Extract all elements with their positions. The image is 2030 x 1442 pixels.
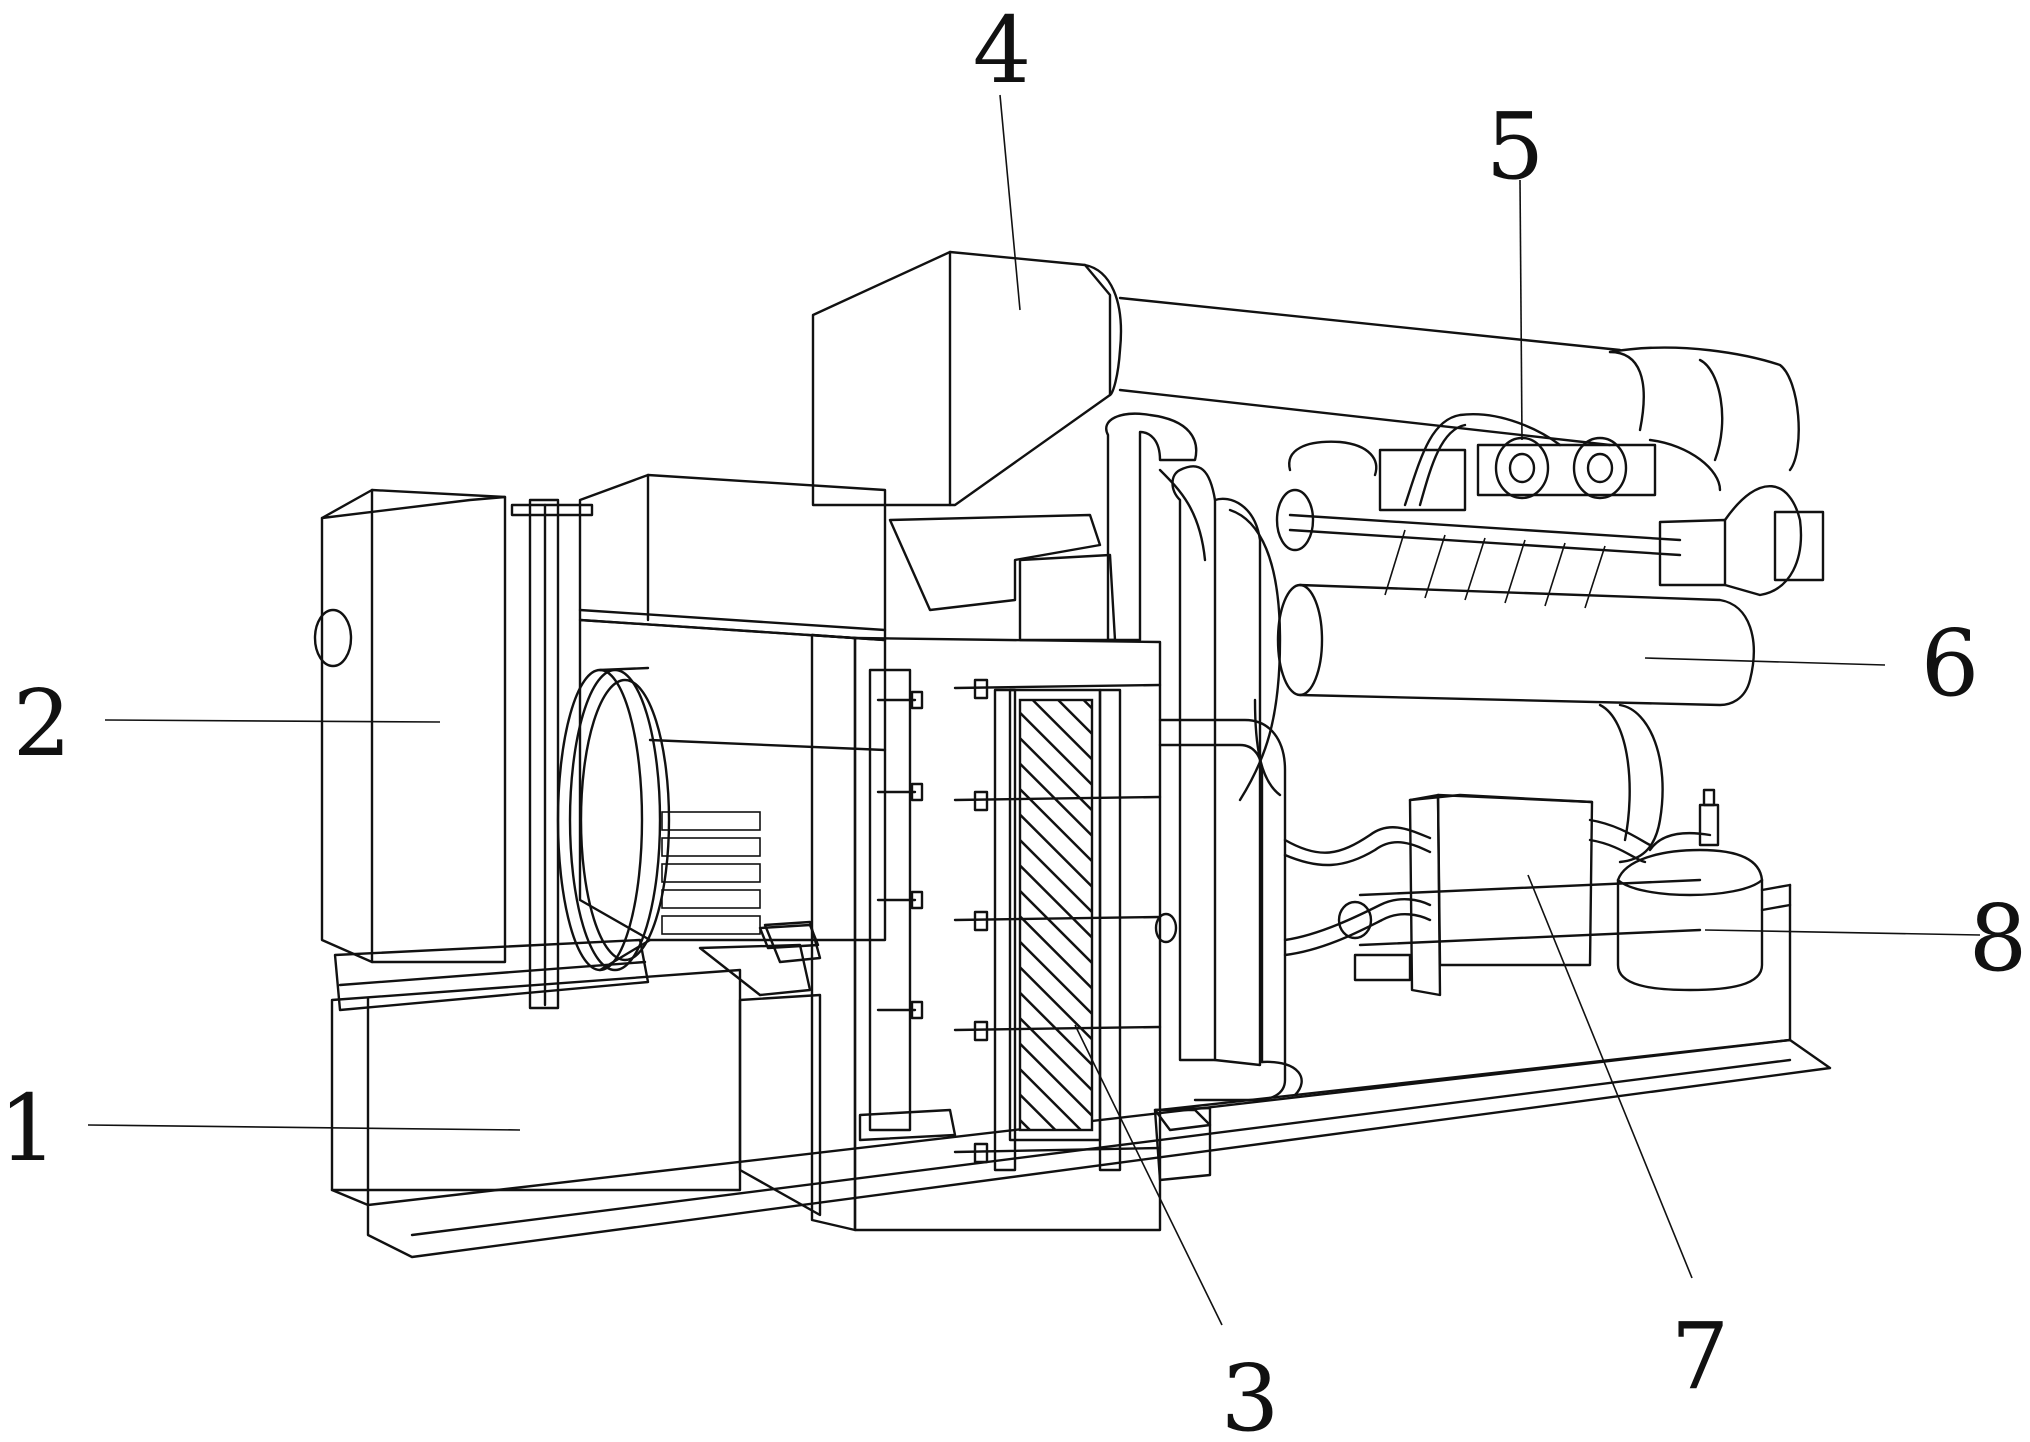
callout-3: 3 xyxy=(1221,1345,1280,1442)
refrigerant-tubes xyxy=(1283,826,1702,957)
leader-lines xyxy=(87,94,1981,1326)
callout-2: 2 xyxy=(13,670,72,777)
condenser xyxy=(1253,583,1755,864)
motor xyxy=(556,473,887,972)
callout-7: 7 xyxy=(1671,1303,1730,1410)
pipes xyxy=(1105,412,1303,1102)
callout-8: 8 xyxy=(1969,885,2028,992)
electrical-box xyxy=(1353,793,1652,997)
exchanger-bolts xyxy=(876,678,1162,1164)
heat-exchanger xyxy=(810,633,1212,1232)
callout-5: 5 xyxy=(1486,93,1545,200)
control-cabinet xyxy=(313,488,594,1010)
callout-1: 1 xyxy=(0,1075,57,1182)
support-blocks xyxy=(333,920,822,1012)
fan-assembly xyxy=(1275,413,1825,609)
callout-6: 6 xyxy=(1921,610,1980,717)
compressor xyxy=(1616,788,1792,992)
callout-4: 4 xyxy=(973,0,1032,104)
